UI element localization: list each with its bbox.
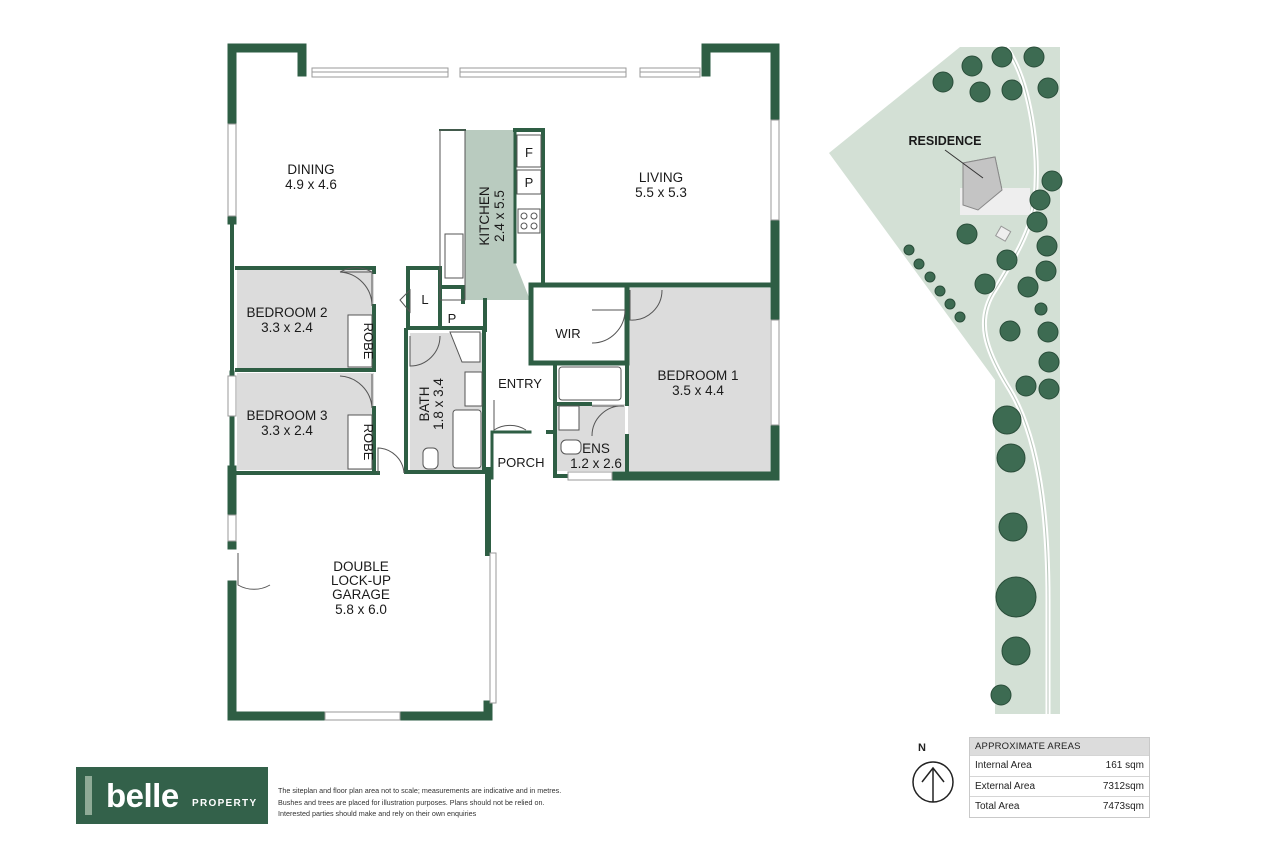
logo-wordmark: belle (106, 777, 179, 814)
total-area-value: 7473sqm (1102, 801, 1144, 812)
sink-icon (444, 233, 464, 279)
north-label: N (918, 742, 926, 754)
total-area-label: Total Area (975, 801, 1020, 812)
kitchen-bench (439, 129, 466, 301)
areas-table: APPROXIMATE AREAS Internal Area 161 sqm … (969, 737, 1150, 818)
site-plan: RESIDENCE (829, 45, 1063, 714)
living-name: LIVING (639, 170, 683, 185)
areas-row: Total Area 7473sqm (970, 796, 1149, 817)
internal-area-label: Internal Area (975, 760, 1032, 771)
laundry-label: L (421, 292, 428, 307)
kitchen-name: KITCHEN (477, 186, 492, 245)
pantry-label: P (448, 311, 457, 326)
areas-row: External Area 7312sqm (970, 775, 1149, 797)
north-compass (912, 761, 954, 803)
entry-label: ENTRY (498, 376, 542, 391)
bedroom3-name: BEDROOM 3 (246, 408, 327, 423)
robe2-label: ROBE (361, 323, 376, 360)
trees (903, 46, 1063, 706)
ens-dim: 1.2 x 2.6 (570, 456, 622, 471)
garage-line1: DOUBLE (333, 559, 389, 574)
pantry-space (516, 169, 542, 195)
fridge-space (516, 134, 542, 168)
toilet-icon (422, 447, 439, 470)
bathtub-icon (452, 409, 482, 469)
bath-dim: 1.8 x 3.4 (431, 378, 446, 430)
robe-2 (347, 314, 373, 368)
bedroom3-dim: 3.3 x 2.4 (261, 423, 313, 438)
bedroom1-name: BEDROOM 1 (657, 368, 738, 383)
bath-name: BATH (417, 386, 432, 421)
disclaimer-line: The siteplan and floor plan area not to … (278, 786, 562, 795)
kitchen-dim: 2.4 x 5.5 (492, 190, 507, 242)
ens-toilet-icon (560, 439, 582, 455)
fridge-label: F (525, 145, 533, 160)
kitchen-pantry-label: P (525, 175, 534, 190)
fixtures (347, 129, 622, 470)
disclaimer: The siteplan and floor plan area not to … (278, 785, 561, 820)
residence-label: RESIDENCE (909, 134, 982, 148)
garage-dim: 5.8 x 6.0 (335, 602, 387, 617)
robe3-label: ROBE (361, 424, 376, 461)
external-area-label: External Area (975, 780, 1036, 792)
logo-subtitle: PROPERTY (192, 798, 258, 809)
areas-title: APPROXIMATE AREAS (970, 738, 1149, 755)
bedroom1-dim: 3.5 x 4.4 (672, 383, 724, 398)
dining-dim: 4.9 x 4.6 (285, 177, 337, 192)
residence-leader (944, 149, 984, 179)
ens-basin-icon (558, 405, 580, 431)
garage-line3: GARAGE (332, 587, 390, 602)
areas-row: Internal Area 161 sqm (970, 755, 1149, 776)
wir-label: WIR (555, 326, 580, 341)
ens-name: ENS (582, 441, 610, 456)
windows (227, 67, 780, 721)
doors (237, 267, 663, 590)
garage-line2: LOCK-UP (331, 573, 391, 588)
bath-vanity-icon (464, 371, 483, 407)
disclaimer-line: Bushes and trees are placed for illustra… (278, 797, 545, 807)
disclaimer-line: Interested parties should make and rely … (278, 809, 477, 818)
logo-bar (85, 776, 92, 815)
robe-3 (347, 414, 373, 470)
dining-name: DINING (287, 162, 334, 177)
bedroom1-fill (628, 288, 770, 472)
belle-property-logo: belle PROPERTY (76, 767, 268, 824)
living-dim: 5.5 x 5.3 (635, 185, 687, 200)
ens-shower-icon (558, 366, 622, 401)
bedroom2-name: BEDROOM 2 (246, 305, 327, 320)
internal-area-value: 161 sqm (1105, 760, 1144, 771)
shower-icon (449, 331, 481, 363)
external-area-value: 7312sqm (1102, 780, 1144, 792)
cooktop-icon (517, 208, 541, 234)
bedroom2-dim: 3.3 x 2.4 (261, 320, 313, 335)
room-labels: DINING 4.9 x 4.6 LIVING 5.5 x 5.3 KITCHE… (246, 145, 738, 617)
porch-label: PORCH (498, 455, 545, 470)
